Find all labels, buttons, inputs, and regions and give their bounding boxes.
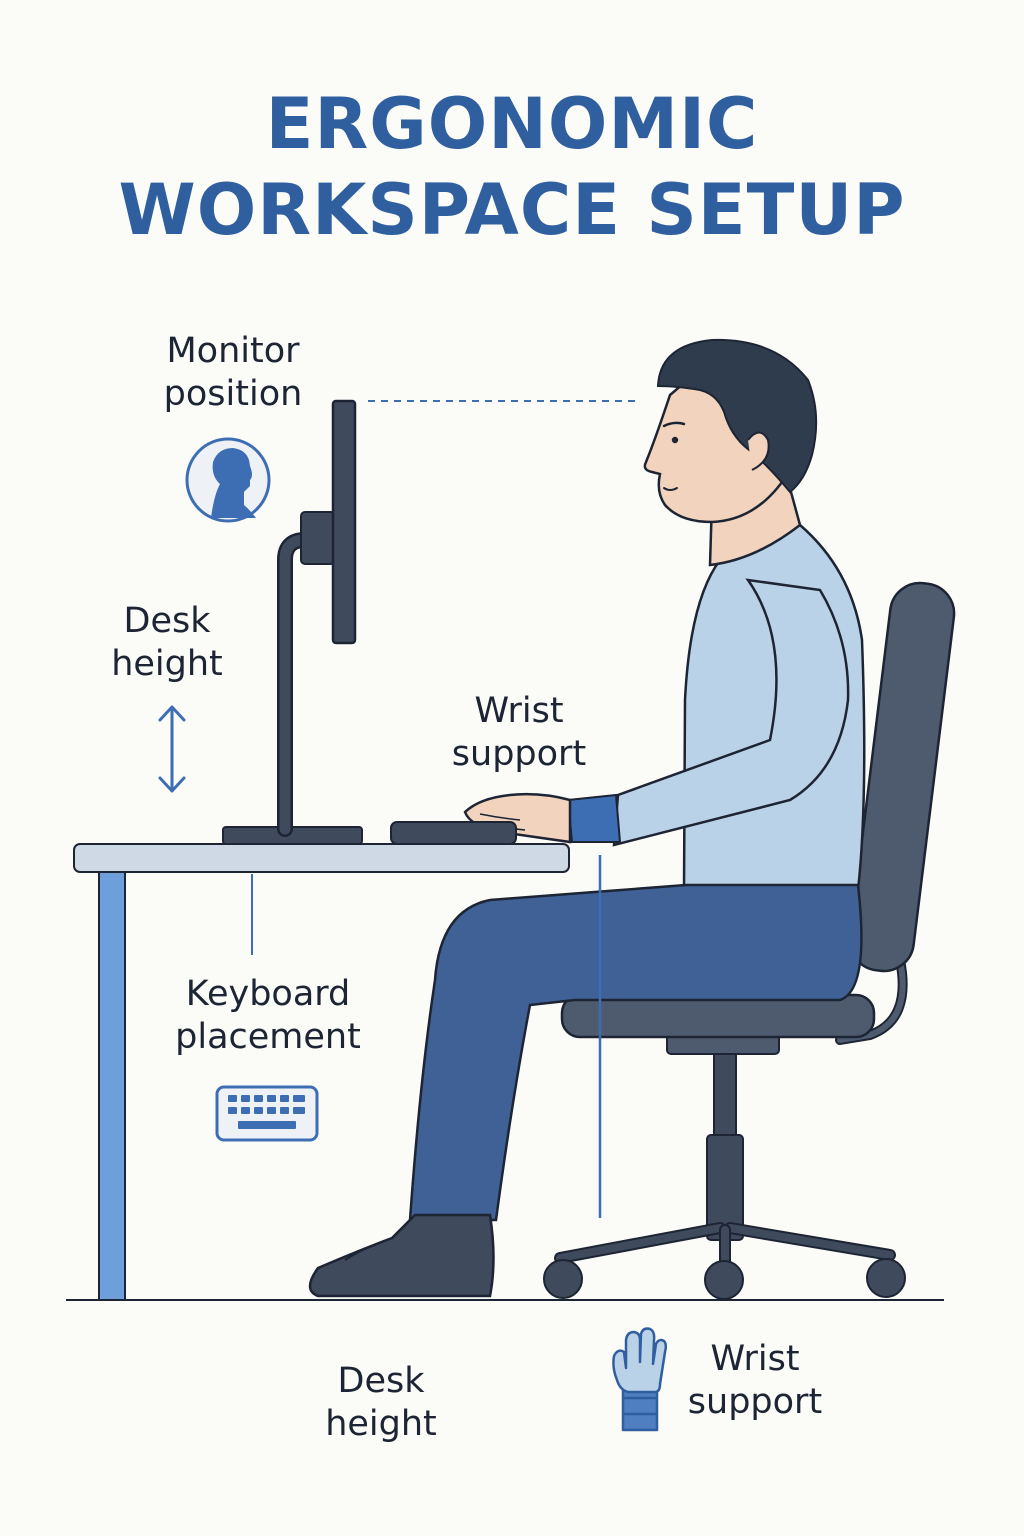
desk-keyboard [390, 821, 517, 845]
desk-leg [98, 869, 126, 1301]
monitor-position-label-line1: Monitor [166, 331, 300, 371]
wrist-support-label-top-line2: support [451, 734, 587, 774]
desk-height-label-bottom-line1: Desk [337, 1361, 425, 1401]
person-mouth [663, 487, 678, 491]
monitor-screen [331, 399, 357, 645]
person-hair [656, 338, 818, 494]
chair-caster [543, 1259, 583, 1299]
wrist-support-label-bottom-line2: support [687, 1382, 823, 1422]
desk-height-label-bottom: Desk height [314, 1360, 448, 1446]
desk-height-label-bottom-line2: height [325, 1404, 437, 1444]
monitor [222, 399, 363, 845]
chair-backrest [848, 581, 956, 973]
chair-caster [704, 1260, 744, 1300]
person-pants [408, 883, 863, 1222]
wrist-support-label-bottom-line1: Wrist [710, 1339, 800, 1379]
person-wrist-brace [566, 793, 622, 843]
title-line-2: WORKSPACE SETUP [118, 169, 906, 251]
desk-height-label-top-line2: height [111, 644, 223, 684]
wrist-brace-glove-icon [612, 1327, 668, 1432]
chair-caster [866, 1258, 906, 1298]
person [308, 338, 866, 1298]
desk [73, 843, 570, 1301]
monitor-position-label-line2: position [163, 374, 303, 414]
wrist-support-label-bottom: Wrist support [672, 1338, 838, 1424]
title-line-1: ERGONOMIC [265, 83, 759, 165]
desk-height-label-top: Desk height [100, 600, 234, 686]
vertical-double-arrow-icon [158, 705, 186, 793]
monitor-mount [300, 511, 336, 565]
keyboard-placement-label-line2: placement [175, 1017, 361, 1057]
chair-seat [560, 993, 876, 1039]
keyboard-icon [215, 1085, 319, 1142]
person-ear [747, 431, 770, 471]
monitor-position-label: Monitor position [150, 330, 316, 416]
desk-top [73, 843, 570, 873]
keyboard-placement-label-line1: Keyboard [185, 974, 351, 1014]
wrist-support-label-top: Wrist support [436, 690, 602, 776]
wrist-support-label-top-line1: Wrist [474, 691, 564, 731]
person-arm [612, 578, 850, 847]
chair [543, 581, 956, 1300]
person-shoe [308, 1213, 495, 1298]
person-eyebrow [662, 421, 686, 428]
keyboard-placement-label: Keyboard placement [160, 973, 376, 1059]
desk-height-label-top-line1: Desk [123, 601, 211, 641]
person-eye [671, 436, 679, 444]
head-profile-icon [185, 437, 271, 523]
